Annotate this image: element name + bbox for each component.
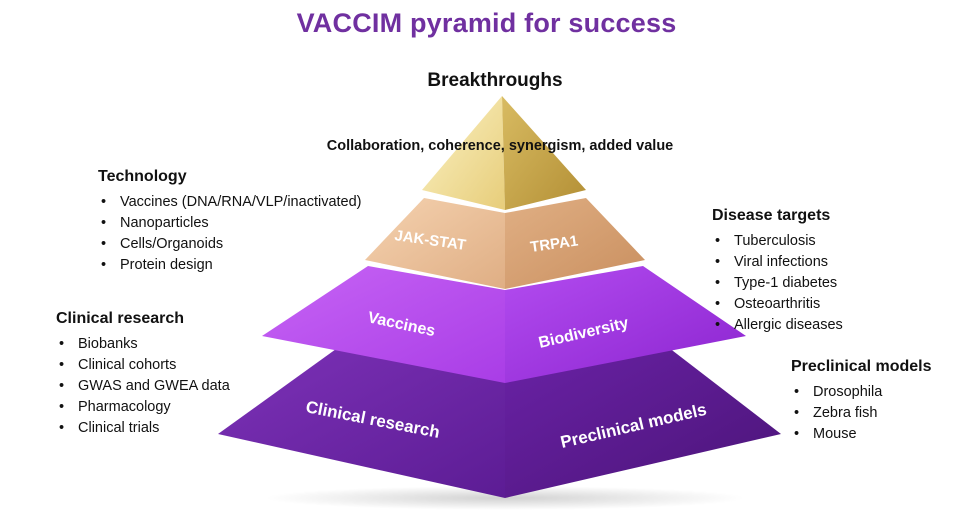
list-item: Protein design xyxy=(98,255,362,276)
list-item: Mouse xyxy=(791,424,932,445)
apex-right-face xyxy=(502,96,586,210)
list-item: Clinical trials xyxy=(56,418,230,439)
level3-right-face xyxy=(505,266,746,383)
apex-left-face xyxy=(422,96,505,210)
clinical-research-heading: Clinical research xyxy=(56,310,185,327)
trpa1-label: TRPA1 xyxy=(529,232,579,256)
list-item: Viral infections xyxy=(712,252,843,273)
preclinical-models-list: Drosophila Zebra fish Mouse xyxy=(791,382,932,445)
collaboration-caption: Collaboration, coherence, synergism, add… xyxy=(326,138,674,154)
page-title: VACCIM pyramid for success xyxy=(296,8,677,38)
level3-left-face xyxy=(262,266,505,383)
list-item: Type-1 diabetes xyxy=(712,273,843,294)
disease-targets-heading: Disease targets xyxy=(712,207,831,224)
clinical-research-panel: Clinical research Biobanks Clinical coho… xyxy=(56,310,230,439)
clinical-research-list: Biobanks Clinical cohorts GWAS and GWEA … xyxy=(56,334,230,439)
list-item: Zebra fish xyxy=(791,403,932,424)
list-item: Nanoparticles xyxy=(98,213,362,234)
list-item: Vaccines (DNA/RNA/VLP/inactivated) xyxy=(98,192,362,213)
technology-heading: Technology xyxy=(98,168,187,185)
preclinical-models-panel: Preclinical models Drosophila Zebra fish… xyxy=(791,358,932,445)
list-item: Drosophila xyxy=(791,382,932,403)
technology-list: Vaccines (DNA/RNA/VLP/inactivated) Nanop… xyxy=(98,192,362,276)
level2-left-face xyxy=(365,198,505,289)
list-item: Allergic diseases xyxy=(712,315,843,336)
base-right-face xyxy=(505,344,781,498)
list-item: Osteoarthritis xyxy=(712,294,843,315)
pyramid-apex xyxy=(422,96,586,210)
pyramid-level-base xyxy=(218,344,781,498)
list-item: Pharmacology xyxy=(56,397,230,418)
disease-targets-list: Tuberculosis Viral infections Type-1 dia… xyxy=(712,231,843,336)
list-item: Clinical cohorts xyxy=(56,355,230,376)
preclinical-models-heading: Preclinical models xyxy=(791,358,932,375)
level2-right-face xyxy=(505,198,645,289)
breakthroughs-label: Breakthroughs xyxy=(427,70,563,91)
pyramid-level-three xyxy=(262,266,746,383)
list-item: GWAS and GWEA data xyxy=(56,376,230,397)
list-item: Biobanks xyxy=(56,334,230,355)
base-left-face xyxy=(218,344,505,498)
technology-panel: Technology Vaccines (DNA/RNA/VLP/inactiv… xyxy=(98,168,362,276)
list-item: Tuberculosis xyxy=(712,231,843,252)
list-item: Cells/Organoids xyxy=(98,234,362,255)
pyramid-level-two xyxy=(365,198,645,289)
disease-targets-panel: Disease targets Tuberculosis Viral infec… xyxy=(712,207,843,336)
